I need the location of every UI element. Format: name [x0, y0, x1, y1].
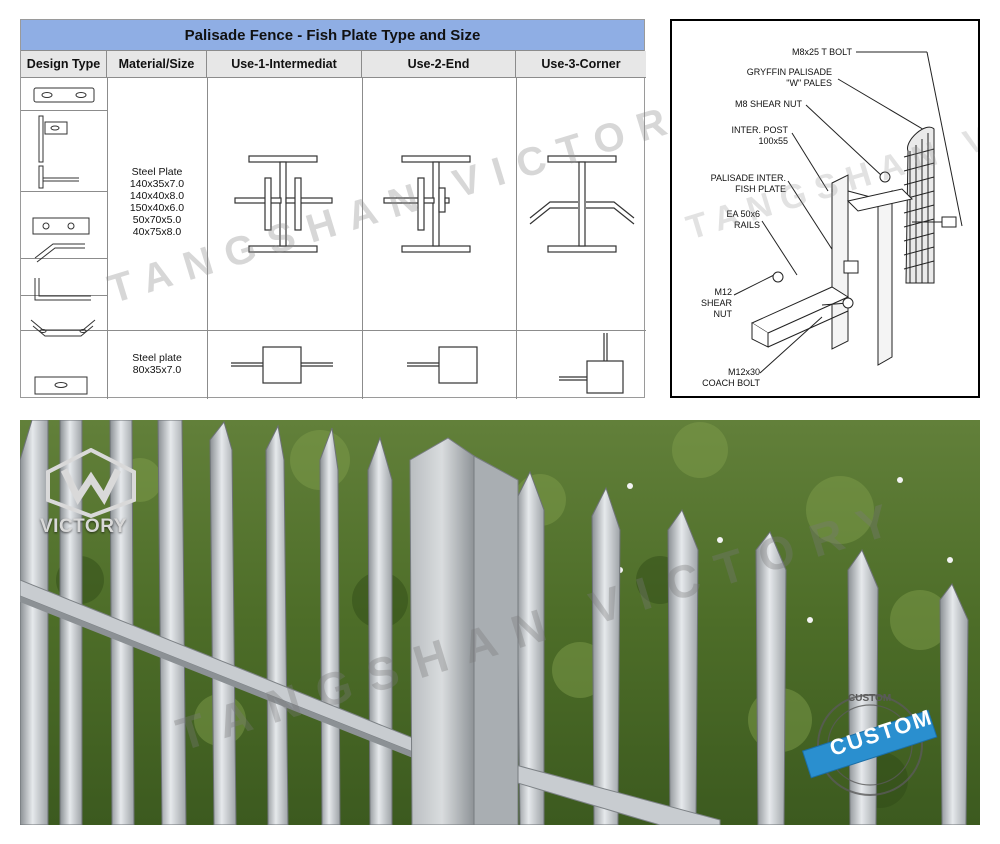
grid-line	[107, 78, 108, 399]
custom-stamp	[801, 694, 938, 796]
custom-stamp-ring-text: CUSTOM	[848, 693, 892, 704]
label-fish-plate: PALISADE INTER. FISH PLATE	[710, 173, 786, 194]
victory-logo-text: VICTORY	[40, 516, 127, 537]
header-design-type: Design Type	[21, 51, 107, 78]
victory-logo-mark	[46, 448, 136, 518]
header-use-intermediate: Use-1-Intermediat	[207, 51, 362, 78]
label-m8-shear-nut: M8 SHEAR NUT	[734, 99, 802, 109]
drawing-intermediate	[234, 155, 333, 253]
assembly-diagram: M8x25 T BOLT GRYFFIN PALISADE "W" PALES …	[670, 19, 980, 398]
table-title: Palisade Fence - Fish Plate Type and Siz…	[21, 20, 644, 51]
assembly-drawing	[733, 51, 963, 374]
grid-line	[21, 110, 107, 111]
material-size-row-1: Steel Plate 140x35x7.0 140x40x8.0 150x40…	[129, 166, 185, 238]
header-material-size: Material/Size	[107, 51, 207, 78]
header-use-end: Use-2-End	[362, 51, 516, 78]
grid-line	[21, 191, 107, 192]
material-size-row-2: Steel plate 80x35x7.0	[132, 352, 182, 376]
label-w-pales: GRYFFIN PALISADE "W" PALES	[746, 67, 832, 88]
label-t-bolt: M8x25 T BOLT	[791, 47, 852, 57]
drawing-end	[383, 155, 471, 253]
grid-line	[362, 78, 363, 399]
label-ea-rails: EA 50x6 RAILS	[726, 209, 760, 230]
label-coach-bolt: M12x30 COACH BOLT	[702, 367, 760, 388]
grid-line	[207, 78, 208, 399]
design-type-drawings	[30, 87, 96, 395]
drawing-corner	[529, 155, 635, 253]
fence-photo: VICTORY CUSTOM CUSTOM TANGSHAN VICTORY	[20, 420, 980, 825]
grid-line	[21, 258, 107, 259]
fish-plate-table: Palisade Fence - Fish Plate Type and Siz…	[20, 19, 723, 399]
post-section-drawings	[231, 333, 624, 394]
header-use-corner: Use-3-Corner	[516, 51, 646, 78]
grid-line	[516, 78, 517, 399]
label-inter-post: INTER. POST 100x55	[731, 125, 788, 146]
label-m12-shear-nut: M12 SHEAR NUT	[700, 287, 732, 319]
grid-line	[21, 330, 646, 331]
